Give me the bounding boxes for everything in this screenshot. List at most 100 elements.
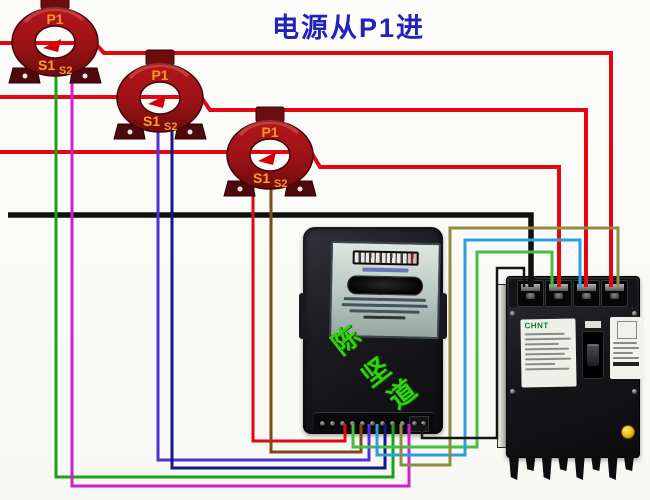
terminal-screw	[359, 420, 366, 427]
breaker-diagram-label	[610, 317, 643, 379]
ct-ring-highlight	[238, 120, 300, 137]
ct-foot-screw	[237, 186, 243, 192]
ct-top-tab	[255, 106, 285, 123]
ct-top-tab	[40, 0, 70, 10]
counter-digit	[354, 252, 365, 263]
breaker-terminal-row	[509, 279, 637, 307]
terminal-screw	[329, 420, 336, 427]
terminal-screw	[369, 420, 376, 427]
wiring-schematic-box	[616, 321, 637, 339]
yellow-test-button	[621, 425, 635, 439]
meter-disc-window	[346, 275, 424, 296]
ct-foot-screw	[22, 73, 28, 79]
terminal-screw	[420, 420, 427, 427]
energy-meter: 陈 坚 道	[299, 227, 447, 434]
ct-foot-screw	[82, 73, 88, 79]
breaker-screw	[510, 389, 515, 394]
ct-foot	[113, 123, 146, 140]
counter-digit	[365, 252, 375, 263]
terminal-screw	[389, 420, 396, 427]
current-transformer-2: P1 S1 S2	[113, 49, 207, 140]
terminal-screw	[319, 420, 326, 427]
breaker-lug-2	[545, 280, 572, 307]
wire-neutral-black	[8, 212, 534, 287]
meter-register-counter	[352, 250, 419, 266]
breaker-lug-1	[517, 280, 544, 307]
meter-spec-text	[349, 309, 420, 314]
ct-ring-highlight	[128, 63, 190, 80]
ct-foot	[174, 123, 207, 140]
terminal-screw	[339, 420, 346, 427]
ct-foot	[223, 180, 256, 197]
breaker-body: CHNT	[506, 276, 643, 458]
meter-spec-text	[341, 303, 428, 308]
ct-label-p1: P1	[151, 67, 168, 83]
claw	[574, 456, 585, 480]
ct-foot-screw	[187, 129, 193, 135]
claw	[509, 456, 519, 480]
claw	[558, 456, 569, 471]
ct-label-p1: P1	[261, 124, 278, 140]
ct-label-s2: S2	[164, 121, 177, 133]
meter-model-text	[362, 267, 409, 273]
ct-ring	[11, 7, 99, 77]
barcode	[613, 362, 639, 366]
terminal-screw	[379, 420, 386, 427]
meter-mount-ear	[299, 293, 306, 339]
ct-arrow	[148, 95, 166, 108]
ct-label-p1: P1	[46, 11, 63, 27]
ct-ring	[116, 63, 204, 133]
ct-label-s1: S1	[38, 57, 55, 73]
breaker-lug-3	[573, 280, 600, 307]
claw	[607, 456, 618, 480]
ct-label-s2: S2	[274, 178, 287, 190]
meter-terminal-block	[314, 412, 434, 434]
ct-arrow	[258, 152, 276, 165]
terminal-screw	[399, 420, 406, 427]
ct-group: P1 S1 S2 P1 S1 S2	[8, 0, 317, 197]
terminal-screw	[411, 420, 418, 427]
toggle-handle	[587, 344, 599, 366]
ct-foot	[69, 67, 102, 84]
ct-arrow	[43, 39, 61, 52]
meter-maker-text	[363, 315, 406, 320]
breaker-toggle	[582, 321, 604, 387]
ct-ring	[226, 120, 314, 190]
counter-digit	[375, 252, 386, 263]
breaker-screw	[632, 311, 637, 316]
counter-digit	[396, 253, 407, 264]
breaker-spec-label: CHNT	[520, 318, 577, 388]
breaker-lug-4	[601, 280, 628, 307]
ct-ring-highlight	[23, 7, 85, 24]
current-transformer-1: P1 S1 S2	[8, 0, 102, 84]
terminal-screw	[349, 420, 356, 427]
toggle-recess	[582, 331, 604, 379]
claw	[623, 456, 634, 471]
ct-label-s1: S1	[253, 170, 270, 186]
claw	[525, 456, 536, 471]
ct-foot-screw	[127, 129, 133, 135]
claw	[591, 456, 602, 471]
breaker-screw	[632, 389, 637, 394]
wire-phase-c-red	[0, 150, 561, 287]
counter-digit	[407, 253, 417, 264]
breaker-screw	[510, 311, 515, 316]
ct-foot-screw	[297, 186, 303, 192]
circuit-breaker: CHNT	[497, 276, 643, 484]
ct-foot	[8, 67, 41, 84]
claw	[541, 456, 552, 480]
ct-top-tab	[145, 49, 175, 66]
page-title: 电源从P1进	[272, 13, 426, 43]
ct-label-s1: S1	[143, 113, 160, 129]
meter-spec-text	[343, 297, 426, 302]
ct-foot	[284, 180, 317, 197]
toggle-label	[585, 321, 601, 328]
counter-digit	[386, 253, 396, 264]
breaker-brand: CHNT	[524, 320, 549, 331]
wire-phase-b-red	[0, 95, 588, 287]
meter-mount-ear	[440, 293, 447, 339]
breaker-bottom-claws	[509, 456, 634, 484]
current-transformer-3: P1 S1 S2	[223, 106, 317, 197]
ct-label-s2: S2	[59, 65, 72, 77]
